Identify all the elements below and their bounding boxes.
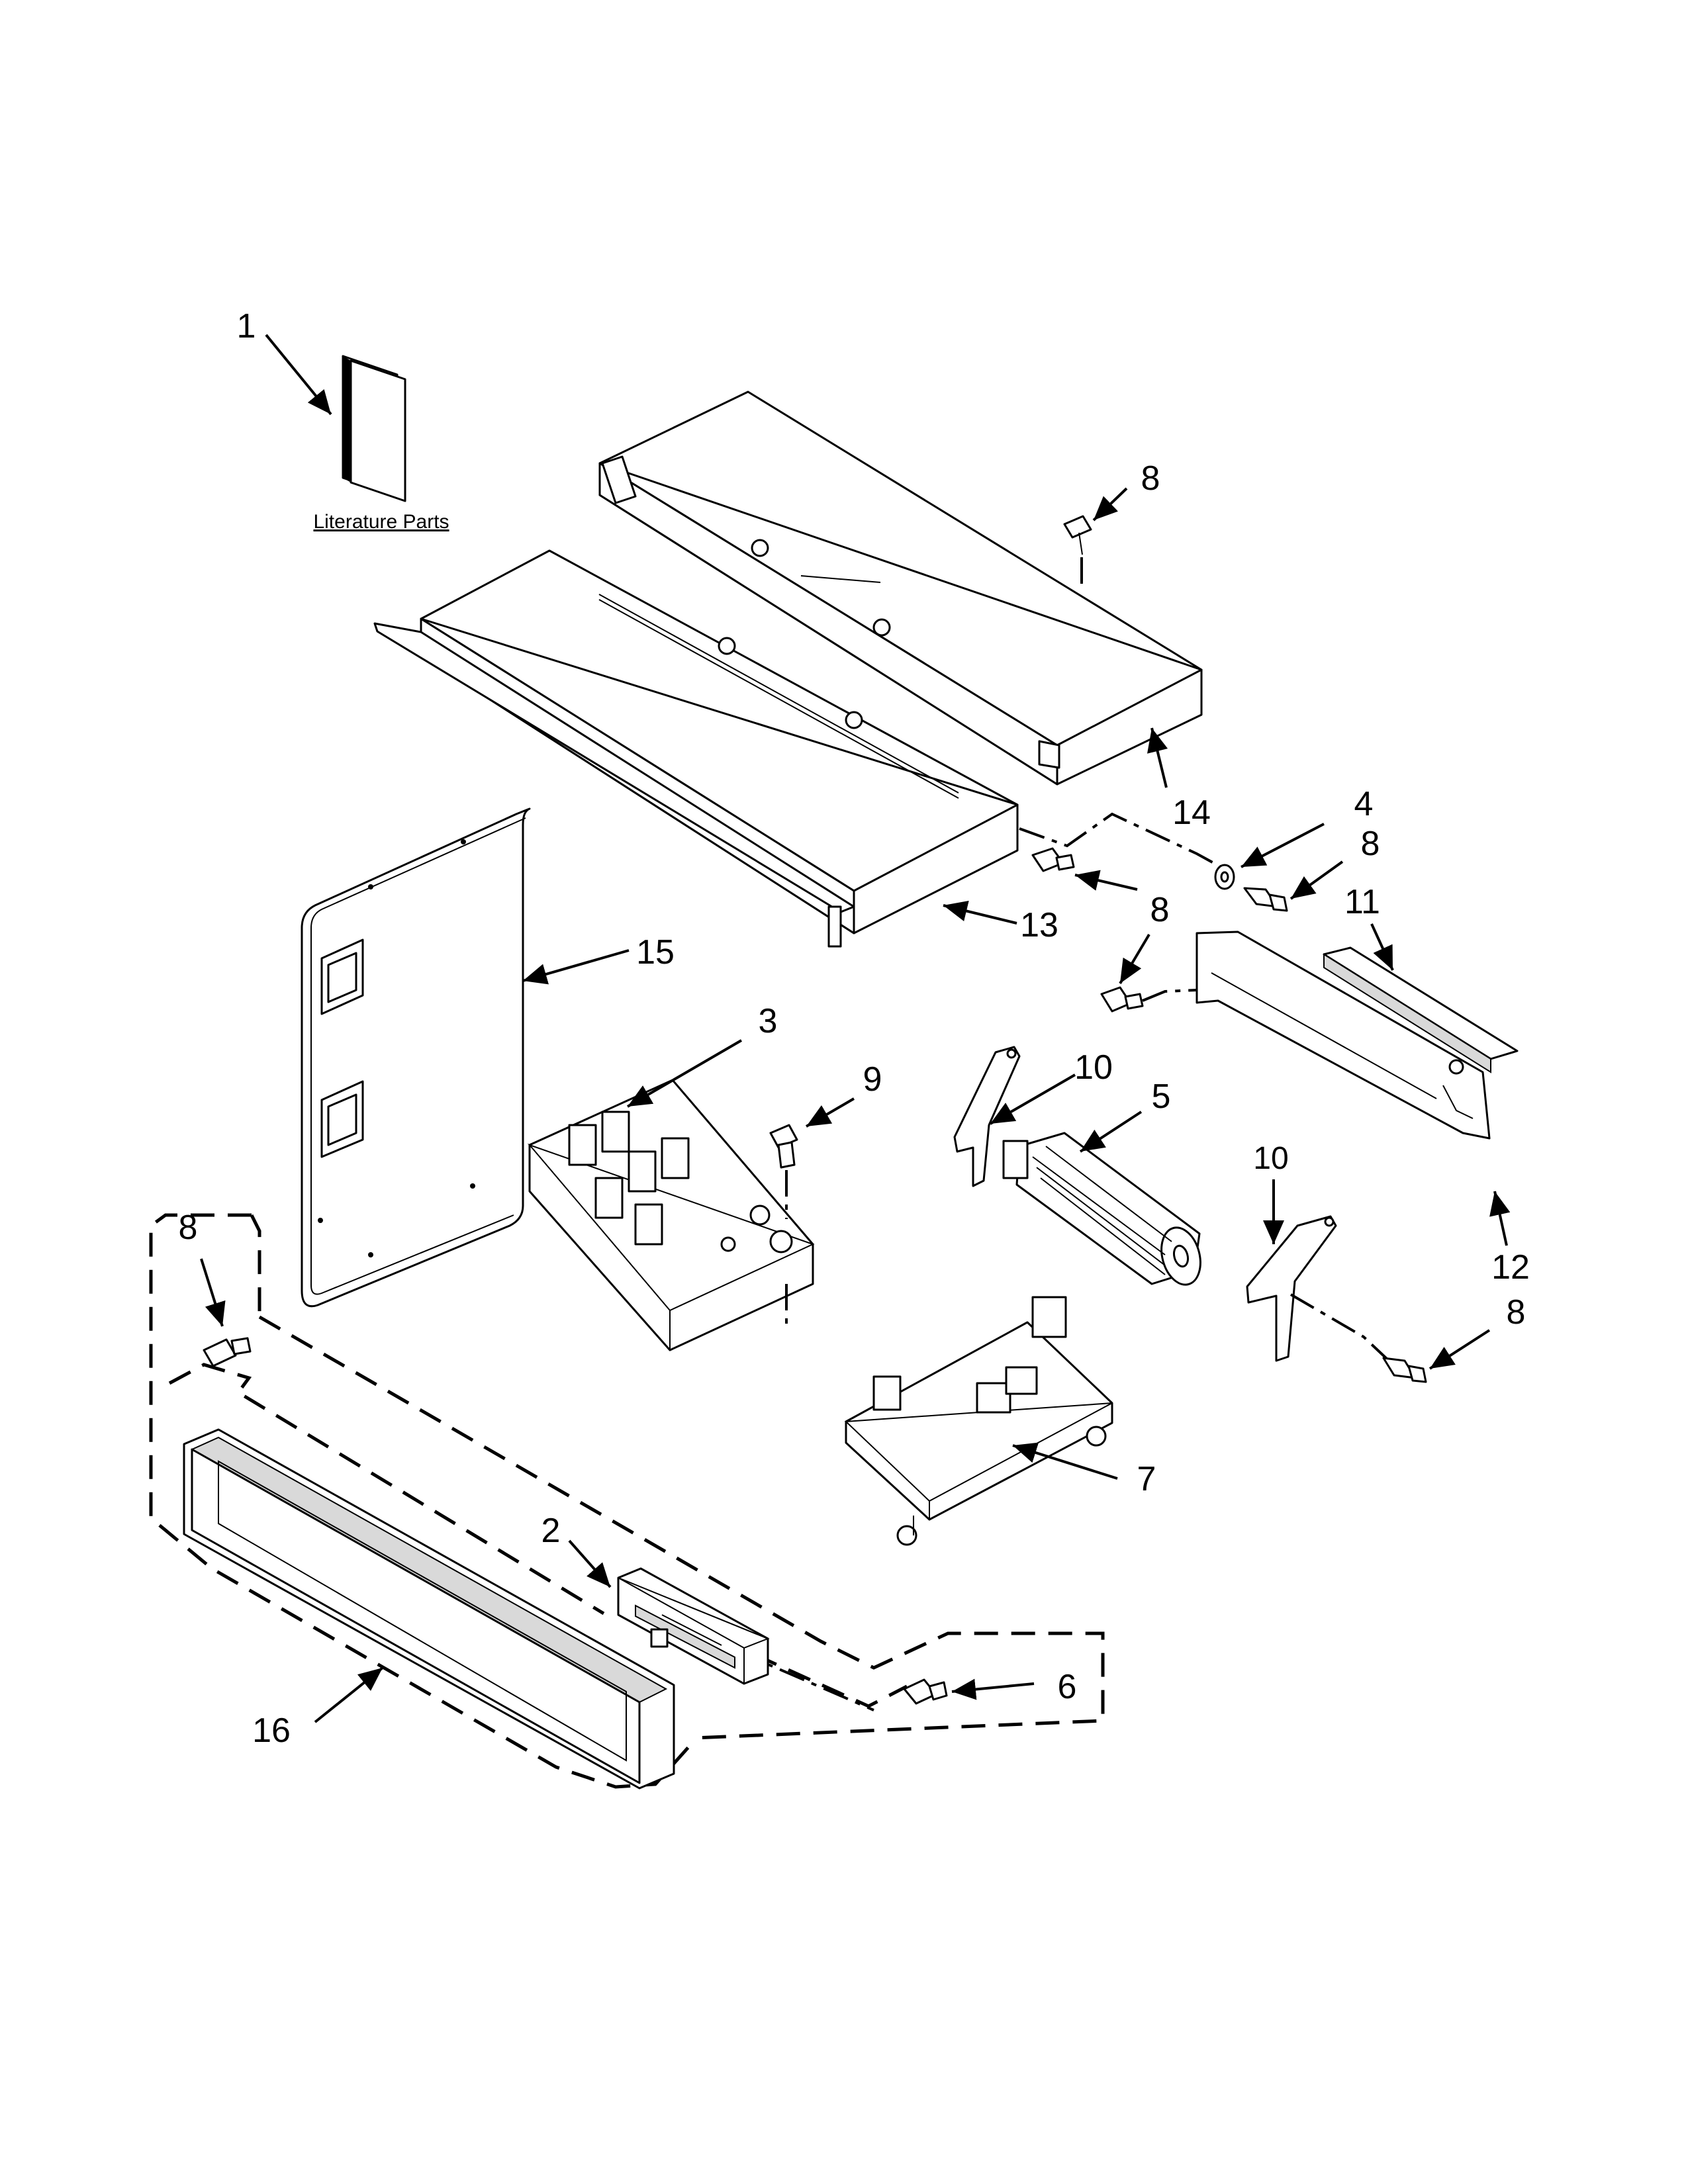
- front-trim-16: [183, 1428, 675, 1790]
- power-board-7: [844, 1296, 1113, 1546]
- top-cover-front: [373, 549, 1019, 948]
- callout-1: 1: [237, 307, 256, 345]
- callout-3: 3: [759, 1002, 778, 1040]
- screw-8-lower-right: [1382, 1357, 1427, 1383]
- side-panel-15: [301, 807, 531, 1308]
- callout-10-right: 10: [1253, 1141, 1288, 1176]
- callout-8-left: 8: [179, 1208, 198, 1247]
- washer-4: [1214, 864, 1235, 890]
- bracket-12: [1196, 931, 1491, 1140]
- clip-10-left: [953, 1046, 1021, 1187]
- callout-8-top: 8: [1141, 459, 1160, 498]
- callout-16: 16: [252, 1711, 291, 1750]
- control-board-3: [527, 1079, 815, 1351]
- screw-9: [769, 1124, 798, 1169]
- callout-8-bracket: 8: [1150, 891, 1170, 929]
- screw-8-left: [203, 1337, 252, 1367]
- callout-8-right: 8: [1361, 825, 1380, 863]
- callout-2: 2: [541, 1512, 561, 1550]
- clip-10-right: [1246, 1215, 1337, 1362]
- screw-8-bracket: [1100, 986, 1144, 1013]
- callout-8-mid: 8: [1150, 891, 1170, 929]
- callout-14: 14: [1172, 794, 1211, 832]
- screw-8-right: [1243, 887, 1288, 912]
- callout-4: 4: [1354, 785, 1374, 823]
- callout-7: 7: [1137, 1460, 1156, 1498]
- literature-booklet: Literature Parts: [313, 355, 449, 533]
- screw-8-middle: [1031, 847, 1075, 872]
- blower-fan-5: [1002, 1132, 1201, 1286]
- gasket-strip-11: [1323, 946, 1519, 1073]
- literature-parts-label: Literature Parts: [313, 511, 449, 533]
- screw-8-top: [1063, 515, 1092, 555]
- callout-15: 15: [636, 933, 675, 972]
- callout-5: 5: [1152, 1077, 1171, 1116]
- display-board-2: [617, 1567, 770, 1685]
- callout-6: 6: [1058, 1668, 1077, 1706]
- callout-11: 11: [1344, 883, 1380, 921]
- callout-10-left: 10: [1074, 1048, 1113, 1087]
- callout-8-lower-right: 8: [1507, 1293, 1526, 1332]
- screw-6: [903, 1678, 948, 1705]
- callout-12: 12: [1491, 1248, 1530, 1287]
- top-cover-rear: [598, 390, 1203, 786]
- callout-13: 13: [1020, 906, 1058, 944]
- callout-9: 9: [863, 1060, 882, 1099]
